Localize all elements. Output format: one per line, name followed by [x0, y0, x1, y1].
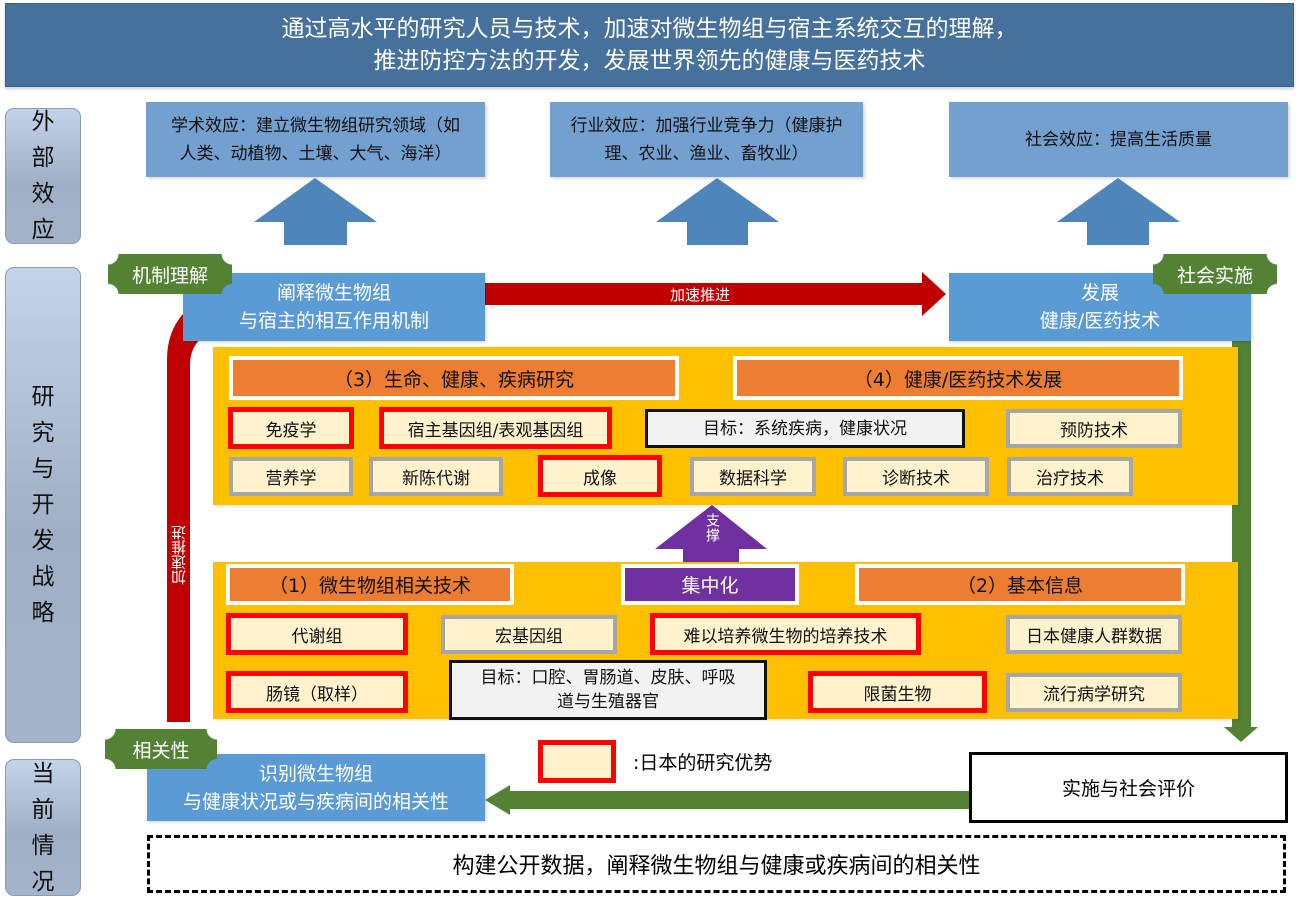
mechanism-line-2: 与宿主的相互作用机制 — [238, 310, 429, 332]
item-immunology: 免疫学 — [228, 407, 354, 449]
social-effect-box: 社会效应：提高生活质量 — [949, 102, 1288, 177]
item-gnotobiotic: 限菌生物 — [808, 671, 987, 713]
item-metagenome: 宏基因组 — [441, 615, 617, 654]
side-char: 究 — [31, 420, 55, 446]
header-health-medical-tech: （4）健康/医药技术发展 — [733, 356, 1183, 400]
goal-body-sites-line-2: 道与生殖器官 — [557, 692, 659, 712]
tag-mechanism-understanding: 机制理解 — [108, 254, 232, 294]
item-goal-body-sites: 目标：口腔、胃肠道、皮肤、呼吸 道与生殖器官 — [449, 660, 767, 720]
development-line-1: 发展 — [1080, 282, 1119, 304]
item-imaging: 成像 — [538, 455, 662, 497]
side-char: 与 — [31, 456, 55, 482]
item-uncultivable-culture-tech: 难以培养微生物的培养技术 — [650, 613, 921, 655]
header-life-health-disease: （3）生命、健康、疾病研究 — [229, 356, 679, 400]
side-char: 战 — [31, 564, 55, 590]
development-line-2: 健康/医药技术 — [1039, 310, 1161, 332]
item-metabolome: 代谢组 — [226, 613, 408, 655]
side-char: 前 — [31, 796, 55, 823]
academic-effect-line-1: 学术效应：建立微生物组研究领域（如 — [171, 115, 460, 136]
header-microbiome-tech: （1）微生物组相关技术 — [226, 564, 514, 605]
side-char: 外 — [31, 109, 55, 135]
side-char: 效 — [31, 181, 55, 207]
industry-effect-line-2: 理、农业、渔业、畜牧业） — [604, 143, 809, 164]
item-data-science: 数据科学 — [690, 457, 816, 496]
side-char: 应 — [31, 217, 55, 243]
green-left-arrow-icon — [485, 785, 970, 815]
support-arrow-label: 支撑 — [704, 513, 720, 543]
implementation-evaluation-box: 实施与社会评价 — [969, 752, 1288, 823]
mechanism-line-1: 阐释微生物组 — [276, 282, 391, 304]
item-metabolism: 新陈代谢 — [369, 457, 503, 496]
item-prevention-tech: 预防技术 — [1006, 409, 1182, 448]
open-data-dashed-box: 构建公开数据，阐释微生物组与健康或疾病间的相关性 — [147, 835, 1286, 893]
side-char: 情 — [31, 832, 55, 859]
side-char: 研 — [31, 384, 55, 410]
item-japan-healthy-data: 日本健康人群数据 — [1006, 615, 1182, 654]
banner-line-2: 推进防控方法的开发，发展世界领先的健康与医药技术 — [373, 48, 926, 74]
side-label-current-status: 当 前 情 况 — [5, 759, 81, 896]
legend-text: :日本的研究优势 — [633, 752, 773, 774]
academic-effect-box: 学术效应：建立微生物组研究领域（如 人类、动植物、土壤、大气、海洋） — [146, 102, 485, 177]
goal-banner: 通过高水平的研究人员与技术，加速对微生物组与宿主系统交互的理解， 推进防控方法的… — [5, 3, 1294, 87]
up-arrow-social-icon — [1057, 178, 1180, 245]
mechanism-box: 阐释微生物组 与宿主的相互作用机制 — [183, 273, 485, 341]
item-diagnostic-tech: 诊断技术 — [843, 457, 989, 496]
side-char: 开 — [31, 492, 55, 518]
item-colonoscopy: 肠镜（取样） — [226, 671, 408, 713]
correlation-line-1: 识别微生物组 — [258, 762, 373, 785]
side-char: 发 — [31, 528, 55, 554]
tag-correlation: 相关性 — [105, 729, 217, 769]
accelerate-horizontal-label: 加速推进 — [669, 285, 730, 304]
tag-social-implementation: 社会实施 — [1153, 254, 1277, 294]
academic-effect-line-2: 人类、动植物、土壤、大气、海洋） — [179, 143, 452, 164]
header-basic-info: （2）基本信息 — [855, 564, 1185, 605]
side-label-rd-strategy: 研 究 与 开 发 战 略 — [5, 267, 81, 743]
side-char: 部 — [31, 145, 55, 171]
item-nutrition: 营养学 — [229, 457, 353, 496]
legend-swatch — [538, 740, 616, 783]
side-char: 况 — [31, 868, 55, 895]
social-effect-line-1: 社会效应：提高生活质量 — [1025, 129, 1212, 150]
side-char: 略 — [31, 600, 55, 626]
item-therapeutic-tech: 治疗技术 — [1007, 457, 1133, 496]
item-host-genome: 宿主基因组/表观基因组 — [379, 407, 612, 449]
up-arrow-academic-icon — [254, 178, 377, 245]
banner-line-1: 通过高水平的研究人员与技术，加速对微生物组与宿主系统交互的理解， — [281, 16, 1018, 42]
item-goal-systemic-disease: 目标：系统疾病，健康状况 — [645, 409, 965, 448]
header-centralization: 集中化 — [621, 564, 799, 605]
industry-effect-line-1: 行业效应：加强行业竞争力（健康护 — [570, 115, 843, 136]
development-box: 发展 健康/医药技术 — [949, 273, 1251, 341]
industry-effect-box: 行业效应：加强行业竞争力（健康护 理、农业、渔业、畜牧业） — [550, 102, 863, 177]
item-epidemiology: 流行病学研究 — [1006, 673, 1182, 712]
side-char: 当 — [31, 760, 55, 787]
side-label-external-effects: 外 部 效 应 — [5, 108, 81, 244]
correlation-line-2: 与健康状况或与疾病间的相关性 — [182, 790, 449, 813]
goal-body-sites-line-1: 目标：口腔、胃肠道、皮肤、呼吸 — [480, 668, 736, 688]
accelerate-vertical-label: 加速推进 — [170, 525, 188, 585]
up-arrow-industry-icon — [656, 178, 779, 245]
